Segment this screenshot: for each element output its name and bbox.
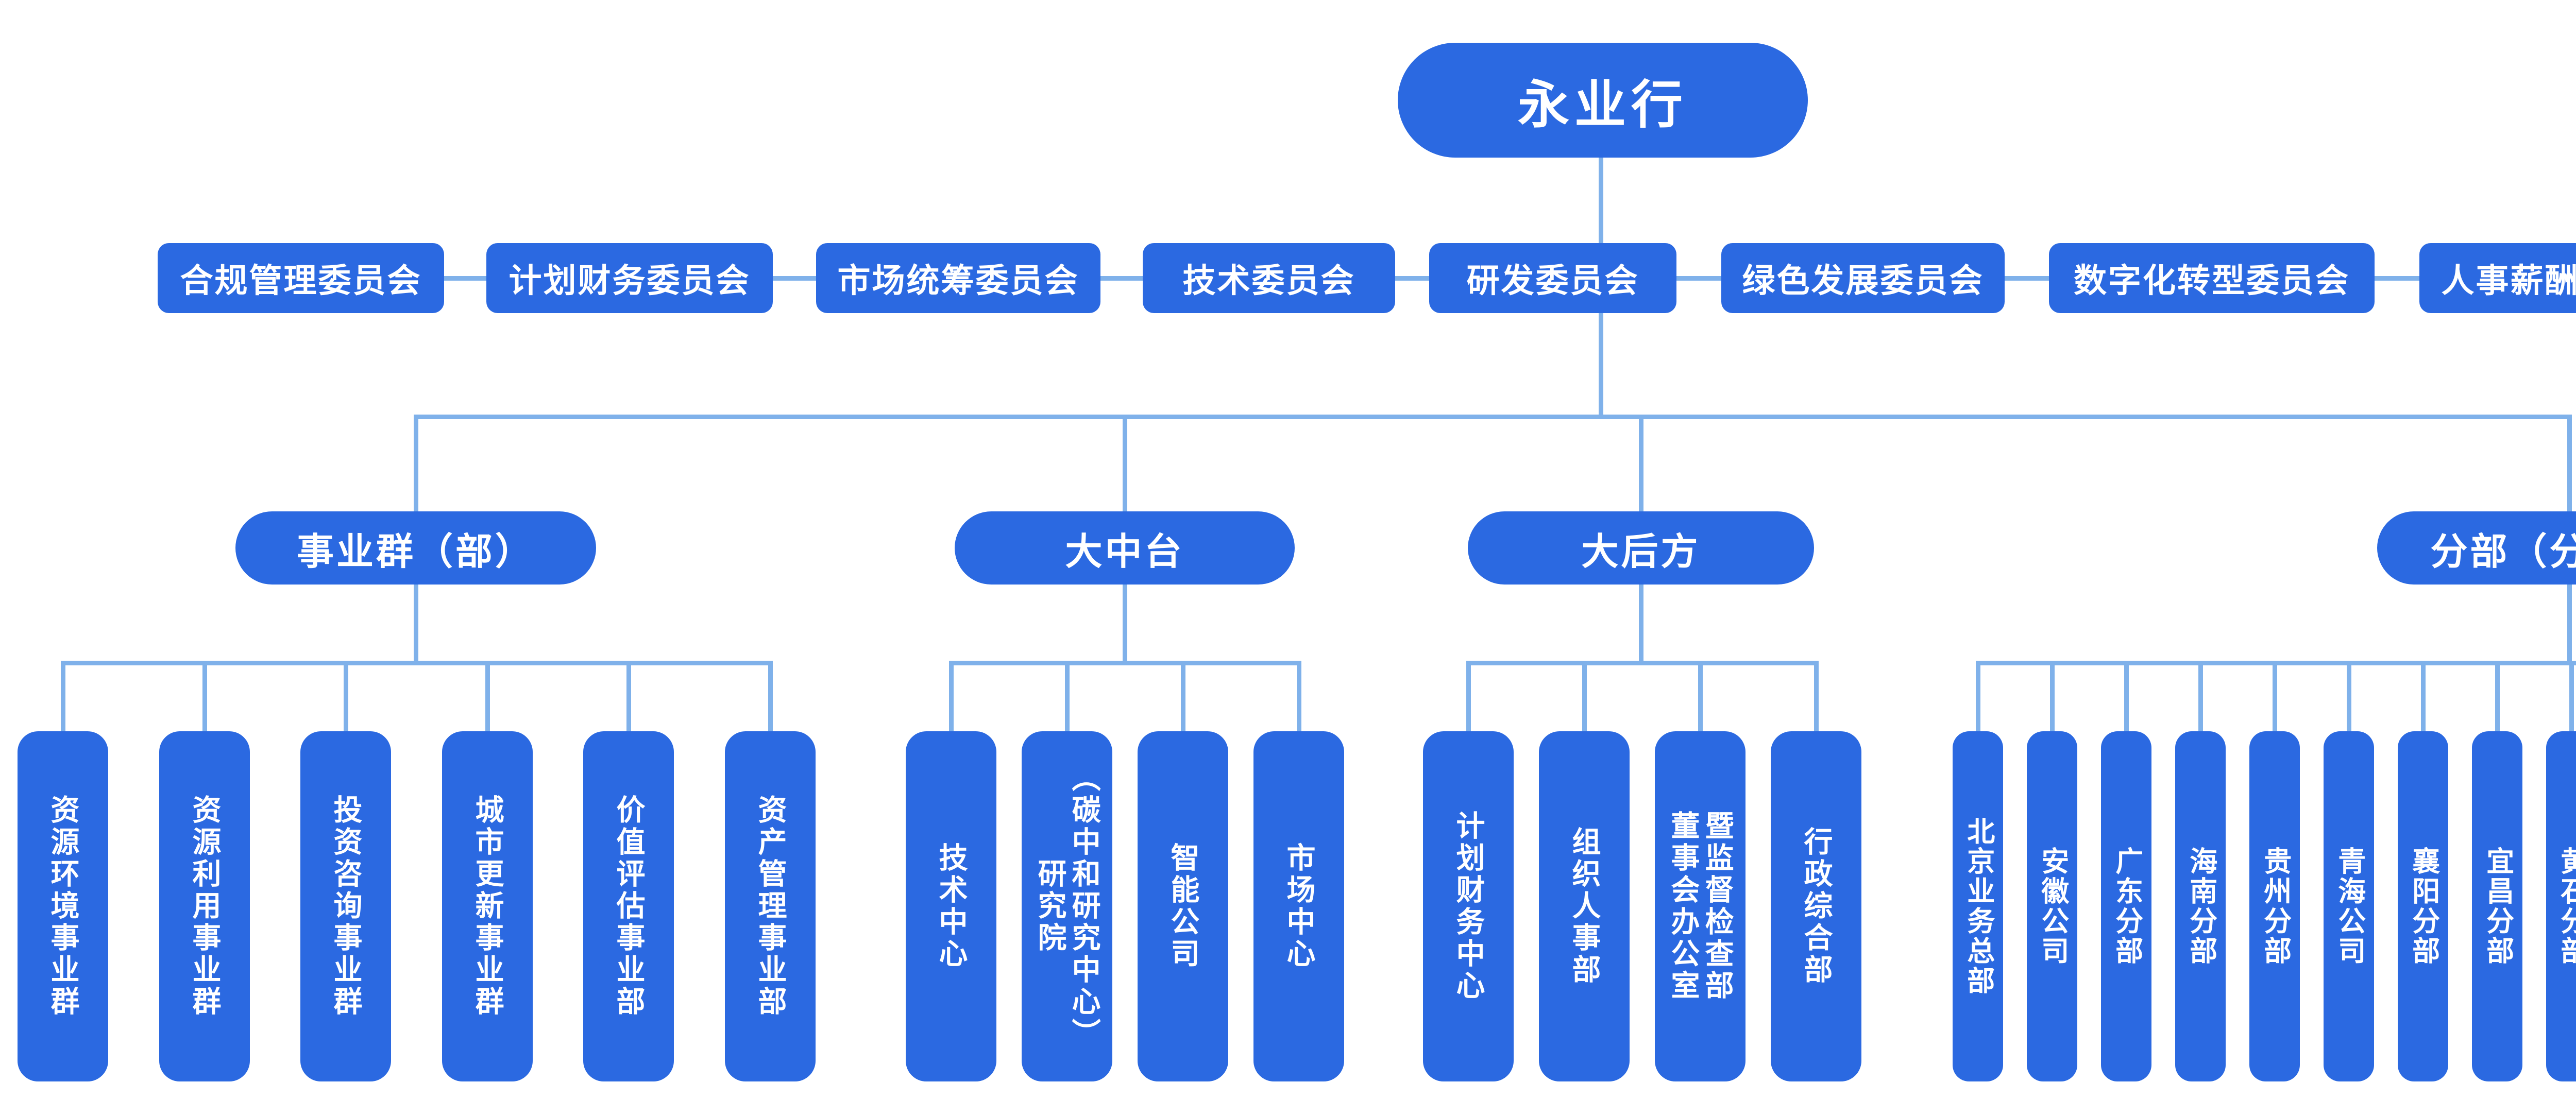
dept-node-label: 北京业务总部: [1962, 817, 1994, 996]
group-stub-bottom-connector: [1123, 585, 1127, 665]
dept-stub-connector: [202, 661, 207, 731]
dept-node-label: 研究院 （碳中和研究中心）: [1034, 763, 1101, 1050]
dept-stub-connector: [1065, 661, 1070, 731]
dept-node-label: 投资咨询事业群: [330, 795, 363, 1018]
dept-node-label: 襄阳分部: [2408, 847, 2439, 966]
dept-node-label: 宜昌分部: [2482, 847, 2513, 966]
dept-node-label: 海南分部: [2185, 847, 2216, 966]
group-line-connector: [63, 661, 770, 665]
dept-stub-connector: [2569, 661, 2574, 731]
dept-node: 襄阳分部: [2398, 731, 2448, 1081]
group-line-connector: [1468, 661, 1816, 665]
dept-node-label: 市场中心: [1283, 843, 1316, 970]
dept-node: 资产管理事业部: [725, 731, 816, 1081]
dept-node: 广东分部: [2101, 731, 2151, 1081]
dept-node: 城市更新事业群: [442, 731, 533, 1081]
dept-node: 海南分部: [2175, 731, 2226, 1081]
group-stub-top-connector: [1639, 415, 1643, 511]
committee-node: 研发委员会: [1429, 243, 1676, 313]
dept-node: 宜昌分部: [2472, 731, 2522, 1081]
dept-stub-connector: [626, 661, 631, 731]
group-stub-top-connector: [414, 415, 418, 511]
dept-node: 贵州分部: [2249, 731, 2300, 1081]
dept-stub-connector: [1814, 661, 1819, 731]
group-stub-top-connector: [1123, 415, 1127, 511]
dept-node: 组织人事部: [1539, 731, 1630, 1081]
group-node: 分部（分公司）: [2377, 511, 2576, 585]
dept-stub-connector: [1297, 661, 1301, 731]
dept-node: 资源环境事业群: [18, 731, 108, 1081]
group-stub-bottom-connector: [414, 585, 418, 665]
dept-node-label: 安徽公司: [2037, 847, 2068, 966]
dept-node: 研究院 （碳中和研究中心）: [1022, 731, 1112, 1081]
dept-node-label: 贵州分部: [2259, 847, 2291, 966]
dept-stub-connector: [1698, 661, 1703, 731]
committee-node: 技术委员会: [1143, 243, 1395, 313]
dept-node-label: 黄石分部: [2556, 847, 2576, 966]
dept-node-label: 城市更新事业群: [471, 795, 504, 1018]
committee-node: 数字化转型委员会: [2049, 243, 2375, 313]
dept-node: 智能公司: [1138, 731, 1228, 1081]
dept-node: 资源利用事业群: [159, 731, 250, 1081]
committee-node: 绿色发展委员会: [1721, 243, 2005, 313]
dept-stub-connector: [1181, 661, 1185, 731]
dept-node: 价值评估事业部: [583, 731, 674, 1081]
dept-node-label: 技术中心: [935, 843, 968, 970]
dept-node-label: 智能公司: [1167, 843, 1200, 970]
dept-stub-connector: [61, 661, 65, 731]
dept-stub-connector: [485, 661, 490, 731]
committee-node: 市场统筹委员会: [816, 243, 1100, 313]
org-node-root: 永业行: [1398, 43, 1808, 158]
distribution-connector: [416, 415, 2569, 419]
dept-stub-connector: [949, 661, 954, 731]
dept-node-label: 计划财务中心: [1452, 811, 1485, 1002]
dept-node-label: 董事会办公室 暨监督检查部: [1667, 811, 1734, 1002]
group-stub-top-connector: [2567, 415, 2572, 511]
dept-stub-connector: [2050, 661, 2055, 731]
dept-node: 计划财务中心: [1423, 731, 1514, 1081]
dept-node: 北京业务总部: [1953, 731, 2003, 1081]
group-stub-bottom-connector: [2567, 585, 2572, 665]
dept-node-label: 青海公司: [2333, 847, 2365, 966]
dept-stub-connector: [768, 661, 773, 731]
dept-node: 市场中心: [1253, 731, 1344, 1081]
dept-node: 技术中心: [906, 731, 996, 1081]
dept-node-label: 资源利用事业群: [189, 795, 222, 1018]
committee-node: 人事薪酬委员会: [2419, 243, 2576, 313]
dept-node: 投资咨询事业群: [300, 731, 391, 1081]
dept-stub-connector: [344, 661, 348, 731]
dept-node: 安徽公司: [2027, 731, 2077, 1081]
dept-stub-connector: [2198, 661, 2203, 731]
dept-node-label: 广东分部: [2111, 847, 2142, 966]
dept-stub-connector: [2347, 661, 2351, 731]
dept-node: 行政综合部: [1771, 731, 1861, 1081]
dept-node-label: 价值评估事业部: [613, 795, 646, 1018]
dept-stub-connector: [2495, 661, 2500, 731]
dept-node: 黄石分部: [2546, 731, 2576, 1081]
dept-node: 董事会办公室 暨监督检查部: [1655, 731, 1745, 1081]
group-line-connector: [951, 661, 1299, 665]
dept-stub-connector: [2421, 661, 2426, 731]
committee-node: 计划财务委员会: [486, 243, 773, 313]
dept-stub-connector: [2124, 661, 2129, 731]
dept-node: 青海公司: [2324, 731, 2374, 1081]
dept-node-label: 组织人事部: [1568, 827, 1601, 986]
committee-node: 合规管理委员会: [158, 243, 444, 313]
group-node: 大后方: [1468, 511, 1814, 585]
dept-stub-connector: [2273, 661, 2277, 731]
group-node: 事业群（部）: [235, 511, 596, 585]
dept-stub-connector: [1976, 661, 1980, 731]
group-stub-bottom-connector: [1639, 585, 1643, 665]
dept-node-label: 行政综合部: [1800, 827, 1833, 986]
dept-stub-connector: [1466, 661, 1471, 731]
group-node: 大中台: [955, 511, 1295, 585]
dept-node-label: 资产管理事业部: [754, 795, 787, 1018]
dept-stub-connector: [1582, 661, 1587, 731]
dept-node-label: 资源环境事业群: [47, 795, 80, 1018]
